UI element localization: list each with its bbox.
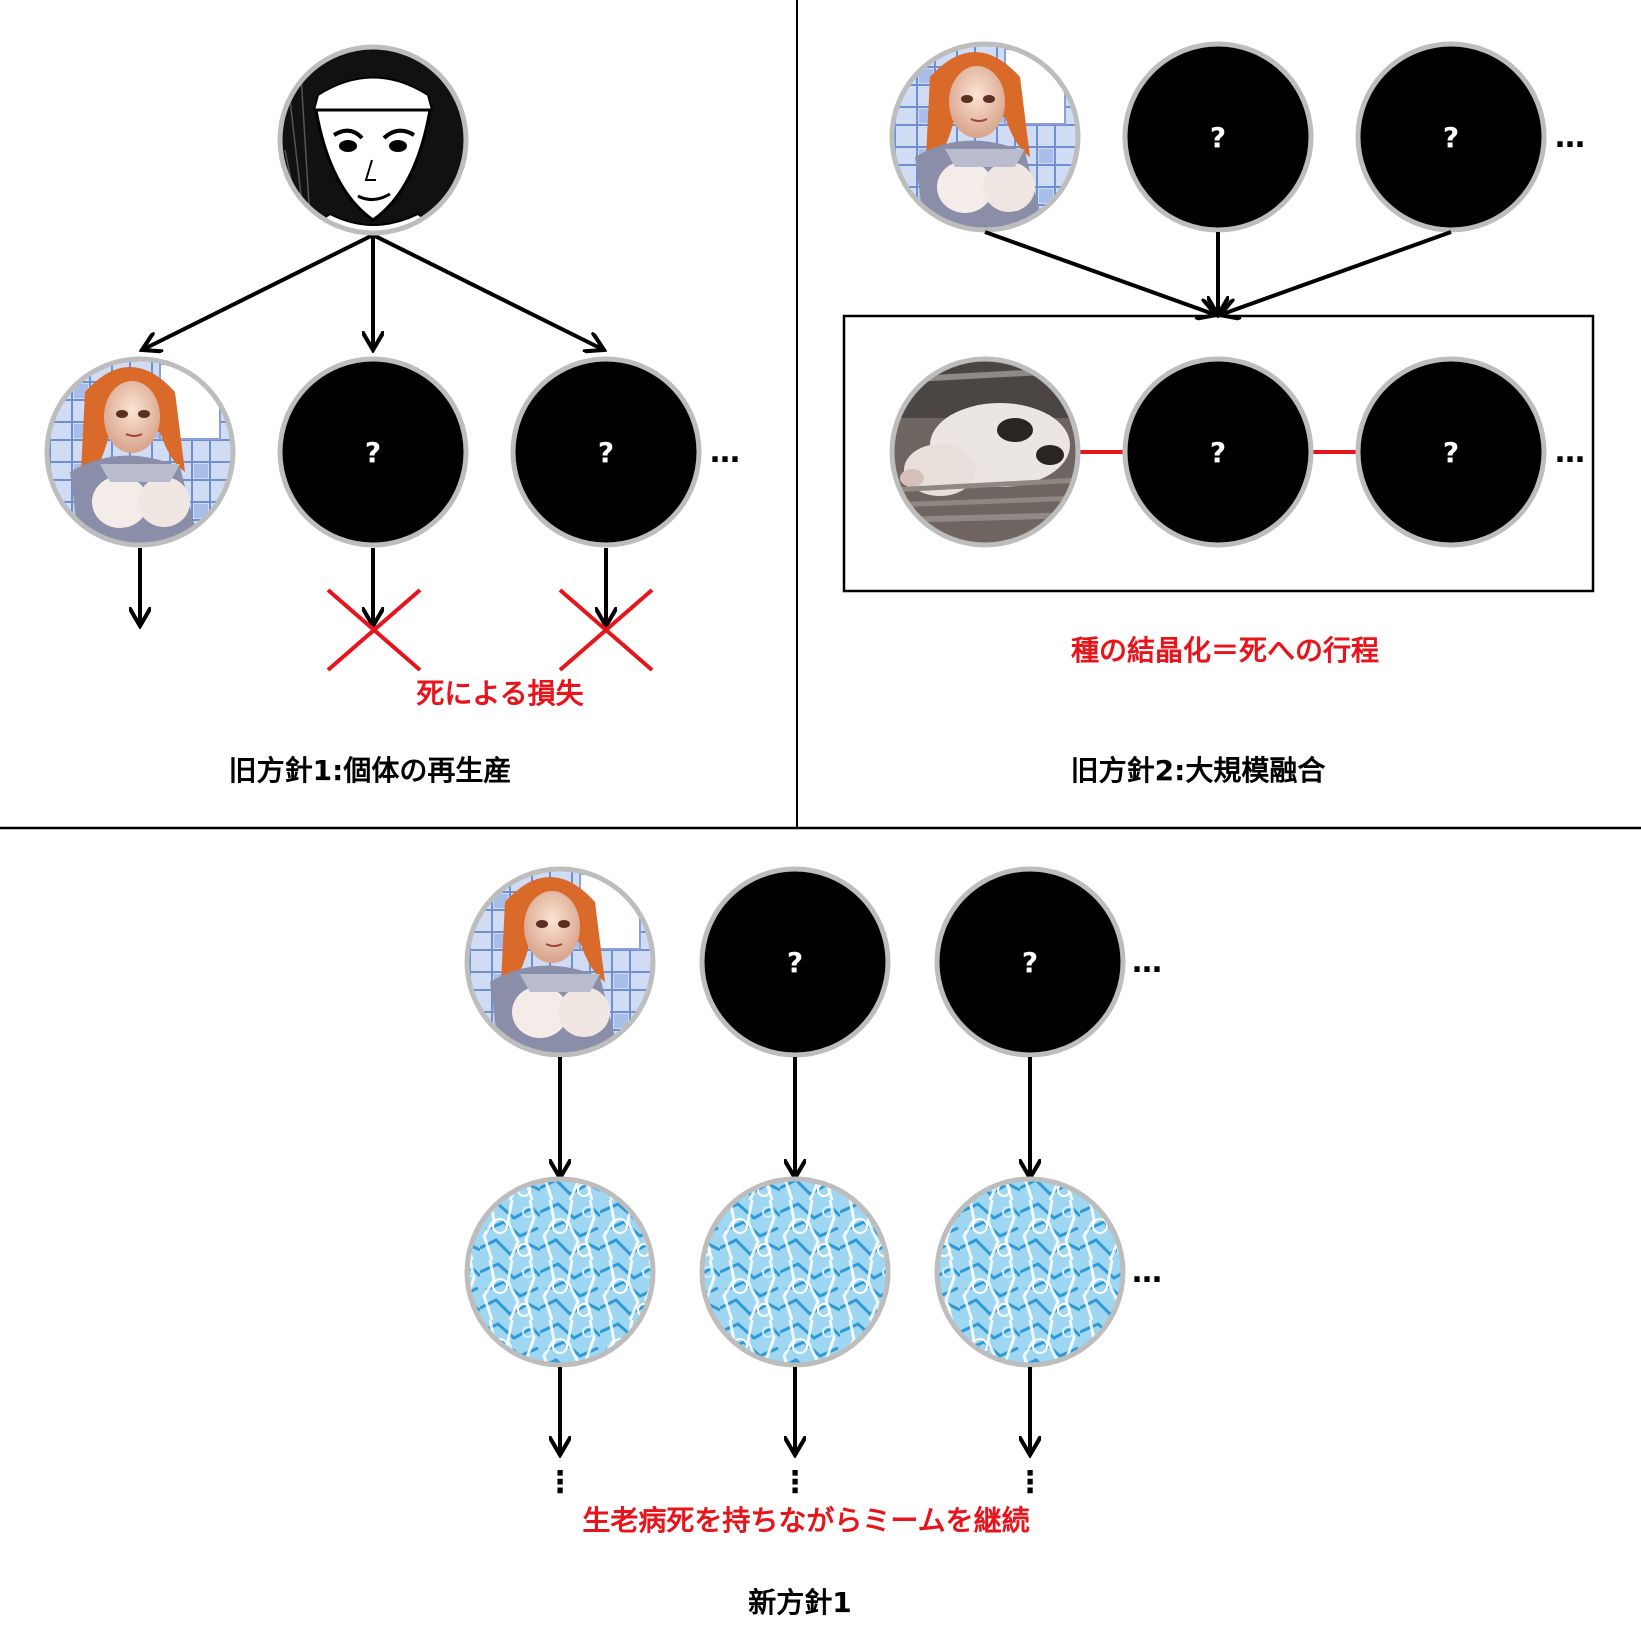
ice-crystal-icon [701, 1178, 891, 1368]
panel-top-right: ? ? … [844, 42, 1593, 787]
arrow-root-to-node-3 [373, 235, 604, 350]
unknown-mark: ? [787, 946, 803, 979]
arrow-root-to-node-1 [142, 235, 373, 350]
unknown-node-3: ? [513, 359, 699, 545]
anime-woman-portrait-icon [465, 867, 655, 1057]
unknown-mark: ? [1210, 121, 1226, 154]
ellipsis: … [710, 435, 740, 470]
vertical-ellipsis: ⋮ [545, 1465, 575, 1500]
panel-title: 旧方針2:大規模融合 [1071, 754, 1327, 787]
arrow-converge-3 [1220, 232, 1451, 315]
loss-label: 死による損失 [416, 677, 584, 710]
unknown-mark: ? [598, 436, 614, 469]
ellipsis: … [1555, 120, 1585, 155]
unknown-mark: ? [1443, 121, 1459, 154]
arrow-converge-1 [985, 232, 1216, 315]
ellipsis: … [1132, 1255, 1162, 1290]
unknown-node-fused-2: ? [1125, 359, 1311, 545]
ice-crystal-icon [466, 1178, 656, 1368]
unknown-node-bottom-2: ? [702, 869, 888, 1055]
unknown-mark: ? [365, 436, 381, 469]
ellipsis: … [1555, 435, 1585, 470]
ice-crystal-icon [936, 1178, 1126, 1368]
manga-woman-portrait-icon [279, 46, 467, 234]
unknown-node-top-2: ? [1125, 44, 1311, 230]
meme-label: 生老病死を持ちながらミームを継続 [582, 1504, 1029, 1537]
anime-woman-portrait-icon [890, 42, 1080, 232]
unknown-mark: ? [1443, 436, 1459, 469]
unknown-mark: ? [1210, 436, 1226, 469]
unknown-node-fused-3: ? [1358, 359, 1544, 545]
panel-bottom: ? ? … … ⋮ ⋮ ⋮ 生老病死を持ちながらミー [465, 867, 1162, 1619]
unknown-node-bottom-3: ? [937, 869, 1123, 1055]
ellipsis: … [1132, 945, 1162, 980]
pig-in-pen-icon [891, 358, 1081, 548]
unknown-mark: ? [1022, 946, 1038, 979]
vertical-ellipsis: ⋮ [1015, 1465, 1045, 1500]
vertical-ellipsis: ⋮ [780, 1465, 810, 1500]
process-label: 種の結晶化＝死への行程 [1071, 634, 1379, 667]
panel-title: 旧方針1:個体の再生産 [229, 754, 512, 787]
panel-title: 新方針1 [748, 1586, 851, 1619]
panel-top-left: ? ? … 死による損失 旧方針1:個体の再生産 [45, 46, 740, 787]
unknown-node-top-3: ? [1358, 44, 1544, 230]
unknown-node-2: ? [280, 359, 466, 545]
anime-woman-portrait-icon [45, 357, 235, 547]
